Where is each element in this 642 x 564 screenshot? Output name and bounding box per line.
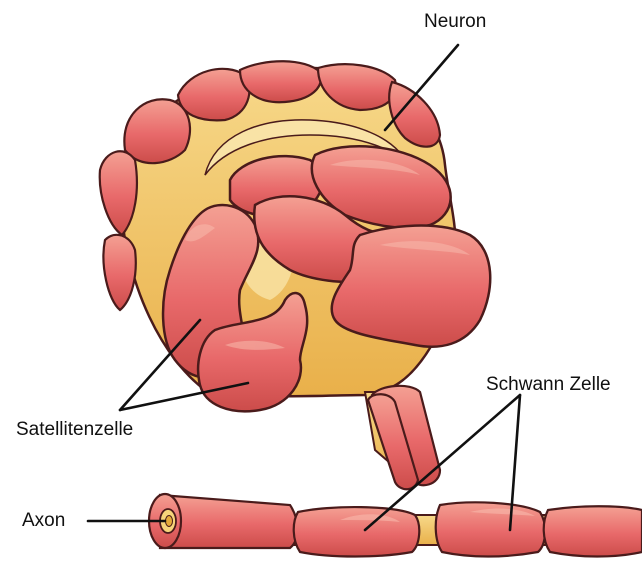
label-neuron: Neuron: [424, 12, 486, 31]
schwann-cell-1: [294, 507, 420, 556]
schwann-cell-3: [544, 506, 642, 556]
label-satellitenzelle: Satellitenzelle: [16, 420, 133, 439]
label-axon: Axon: [22, 511, 65, 530]
label-schwann-zelle: Schwann Zelle: [486, 375, 611, 394]
